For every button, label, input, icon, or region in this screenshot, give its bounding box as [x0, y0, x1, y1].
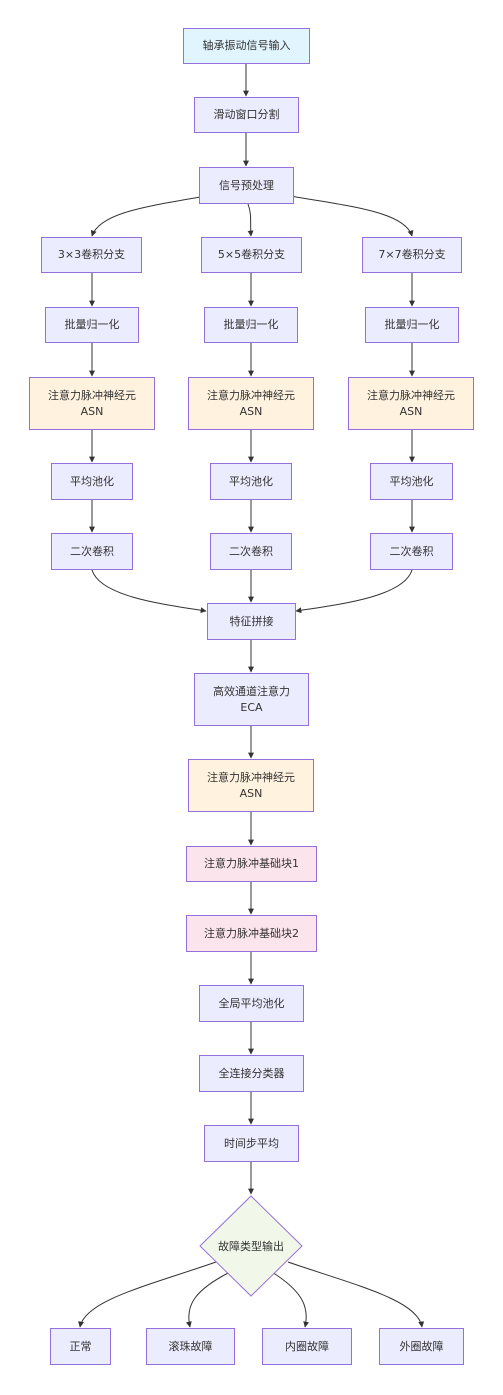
outer-node: 外圈故障: [379, 1328, 464, 1365]
concat-label: 特征拼接: [229, 614, 274, 628]
ball-label: 滚珠故障: [168, 1339, 213, 1353]
edge-output-normal: [78, 1261, 217, 1328]
asn-label-2: ASN: [239, 786, 263, 800]
timeavg-label: 时间步平均: [224, 1136, 279, 1150]
output-label: 故障类型输出: [218, 1240, 284, 1253]
branch3-label: 3×3卷积分支: [57, 248, 126, 261]
ball-node: 滚珠故障: [146, 1328, 235, 1365]
edge-preprocess-branch5: [247, 203, 254, 237]
branch3-node: 3×3卷积分支: [41, 237, 142, 273]
eca-label-1: 高效通道注意力: [213, 684, 290, 698]
branch7-node: 7×7卷积分支: [362, 237, 462, 273]
bn3-label: 批量归一化: [64, 318, 120, 331]
block2-node: 注意力脉冲基础块2: [186, 915, 317, 952]
normal-node: 正常: [50, 1328, 111, 1365]
timeavg-node: 时间步平均: [204, 1125, 299, 1162]
normal-label: 正常: [69, 1339, 92, 1353]
edge-conv7-concat: [295, 569, 413, 614]
gap-label: 全局平均池化: [218, 996, 285, 1010]
asn5-node: 注意力脉冲神经元 ASN: [188, 377, 314, 430]
bn5-node: 批量归一化: [204, 307, 298, 343]
eca-node: 高效通道注意力 ECA: [194, 673, 309, 726]
pool7-node: 平均池化: [370, 463, 453, 500]
asn3-label-1: 注意力脉冲神经元: [48, 388, 136, 402]
bn7-label: 批量归一化: [384, 318, 440, 331]
pool7-label: 平均池化: [389, 474, 434, 488]
output-diamond: [199, 1195, 303, 1297]
gap-node: 全局平均池化: [199, 985, 304, 1022]
conv3-label: 二次卷积: [70, 544, 114, 558]
pool3-label: 平均池化: [70, 474, 114, 488]
branch5-node: 5×5卷积分支: [201, 237, 302, 273]
edge-output-inner: [271, 1271, 310, 1328]
edge-output-ball: [185, 1271, 231, 1328]
asn5-label-2: ASN: [239, 404, 263, 418]
pool5-label: 平均池化: [229, 474, 273, 488]
asn-node: 注意力脉冲神经元 ASN: [188, 759, 314, 812]
window-label: 滑动窗口分割: [213, 108, 280, 121]
conv5-label: 二次卷积: [229, 544, 273, 558]
branch7-label: 7×7卷积分支: [378, 248, 446, 261]
conv5-node: 二次卷积: [210, 533, 292, 570]
asn3-node: 注意力脉冲神经元 ASN: [29, 377, 155, 430]
eca-label-2: ECA: [240, 700, 263, 714]
conv3-node: 二次卷积: [51, 533, 133, 570]
input-node: 轴承振动信号输入: [183, 28, 310, 64]
inner-label: 内圈故障: [285, 1339, 329, 1353]
asn7-node: 注意力脉冲神经元 ASN: [348, 377, 474, 430]
preprocess-node: 信号预处理: [199, 167, 294, 204]
edge-output-outer: [287, 1261, 425, 1328]
conv7-node: 二次卷积: [370, 533, 453, 570]
conv7-label: 二次卷积: [389, 544, 434, 558]
outer-label: 外圈故障: [399, 1339, 444, 1353]
edge-conv3-concat: [91, 569, 207, 614]
pool3-node: 平均池化: [51, 463, 133, 500]
inner-node: 内圈故障: [262, 1328, 352, 1365]
window-node: 滑动窗口分割: [194, 97, 299, 133]
asn5-label-1: 注意力脉冲神经元: [207, 388, 295, 402]
fc-label: 全连接分类器: [218, 1066, 285, 1080]
preprocess-label: 信号预处理: [219, 178, 274, 192]
block2-label: 注意力脉冲基础块2: [204, 926, 299, 940]
branch5-label: 5×5卷积分支: [217, 248, 286, 261]
bn5-label: 批量归一化: [223, 318, 279, 331]
bn7-node: 批量归一化: [365, 307, 459, 343]
edge-preprocess-branch7: [289, 195, 414, 237]
input-label: 轴承振动信号输入: [202, 39, 291, 52]
block1-node: 注意力脉冲基础块1: [186, 846, 317, 882]
asn-label-1: 注意力脉冲神经元: [207, 770, 295, 784]
asn7-label-1: 注意力脉冲神经元: [367, 388, 455, 402]
edge-preprocess-branch3: [90, 195, 207, 237]
fc-node: 全连接分类器: [199, 1055, 304, 1092]
block1-label: 注意力脉冲基础块1: [204, 857, 299, 870]
concat-node: 特征拼接: [207, 603, 296, 640]
bn3-node: 批量归一化: [45, 307, 139, 343]
pool5-node: 平均池化: [210, 463, 292, 500]
asn7-label-2: ASN: [399, 404, 423, 418]
asn3-label-2: ASN: [80, 404, 104, 418]
